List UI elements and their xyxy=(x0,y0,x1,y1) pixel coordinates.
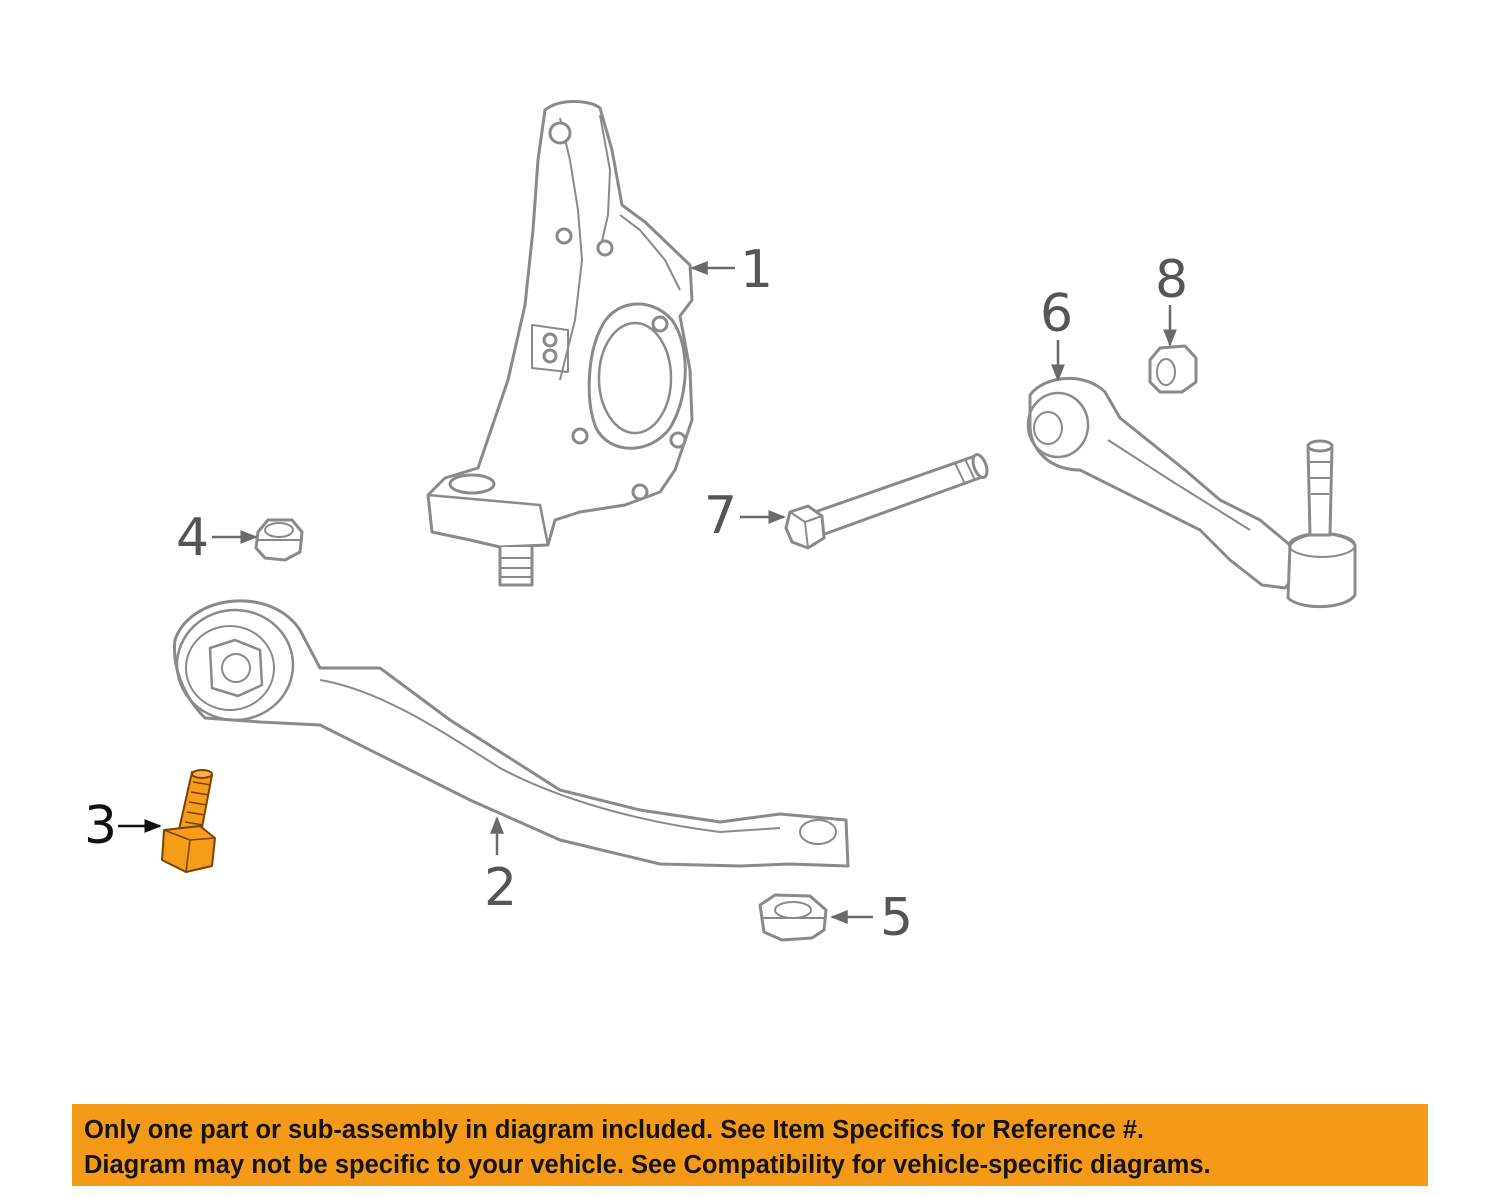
callout-8: 8 xyxy=(1155,250,1189,310)
callout-1: 1 xyxy=(740,240,774,300)
parts-diagram xyxy=(118,100,1357,942)
long-bolt-part-7 xyxy=(784,453,989,550)
callout-4: 4 xyxy=(176,508,210,568)
disclaimer-line-1: Only one part or sub-assembly in diagram… xyxy=(84,1116,1144,1144)
disclaimer-banner: Only one part or sub-assembly in diagram… xyxy=(72,1104,1428,1186)
nut-part-4 xyxy=(254,518,304,562)
callout-5: 5 xyxy=(880,888,914,948)
nut-part-5 xyxy=(758,893,828,942)
nut-part-8 xyxy=(1148,344,1198,394)
callout-6: 6 xyxy=(1040,284,1074,344)
leader-arrows xyxy=(118,261,1177,924)
bolt-part-3-highlighted xyxy=(161,769,216,873)
control-arm-part-6 xyxy=(1026,377,1357,609)
steering-knuckle-part-1 xyxy=(426,100,694,587)
callout-2: 2 xyxy=(484,858,518,918)
callout-7: 7 xyxy=(704,486,738,546)
disclaimer-line-2: Diagram may not be specific to your vehi… xyxy=(84,1151,1211,1179)
lower-control-arm-part-2 xyxy=(172,599,850,868)
callout-3: 3 xyxy=(84,796,118,856)
